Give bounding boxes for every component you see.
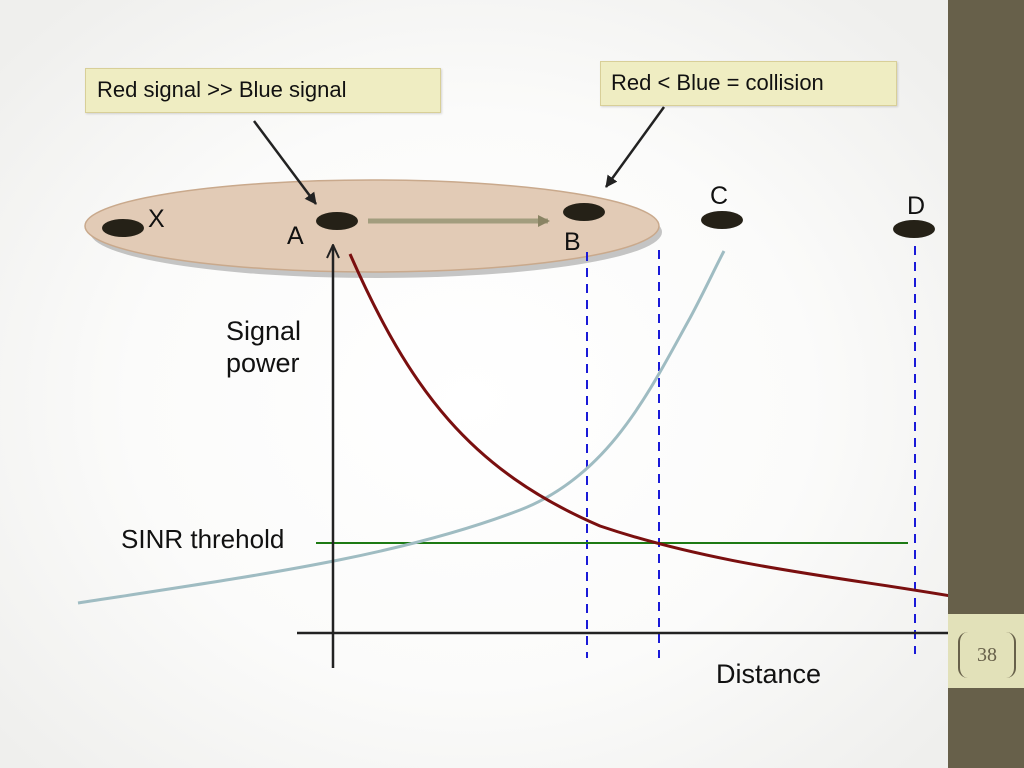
y-axis-label: Signal power	[226, 315, 301, 380]
callout-strong-signal-text: Red signal >> Blue signal	[97, 77, 347, 102]
callout-strong-signal: Red signal >> Blue signal	[85, 68, 441, 113]
transmission-range-ellipse	[84, 179, 660, 273]
node-d	[893, 220, 935, 238]
callout-collision: Red < Blue = collision	[600, 61, 897, 106]
y-axis-label-line1: Signal	[226, 316, 302, 346]
page-number: 38	[977, 644, 997, 666]
node-label-c: C	[710, 182, 729, 210]
callout-collision-text: Red < Blue = collision	[611, 70, 824, 95]
page-number-frame	[958, 632, 1016, 678]
node-a	[316, 212, 358, 230]
node-b	[563, 203, 605, 221]
node-label-x: X	[148, 205, 165, 233]
red-signal-curve	[348, 253, 997, 606]
sinr-threshold-label: SINR threhold	[121, 524, 285, 554]
y-axis-label-line2: power	[226, 348, 300, 379]
node-label-b: B	[564, 228, 581, 256]
node-label-a: A	[287, 222, 304, 250]
callout-arrow-right	[604, 106, 666, 188]
node-x	[102, 219, 144, 237]
x-axis-label: Distance	[716, 659, 822, 689]
node-label-d: D	[907, 192, 926, 220]
blue-signal-curve	[77, 250, 726, 605]
callout-arrow-left	[252, 120, 318, 205]
node-c	[701, 211, 743, 229]
